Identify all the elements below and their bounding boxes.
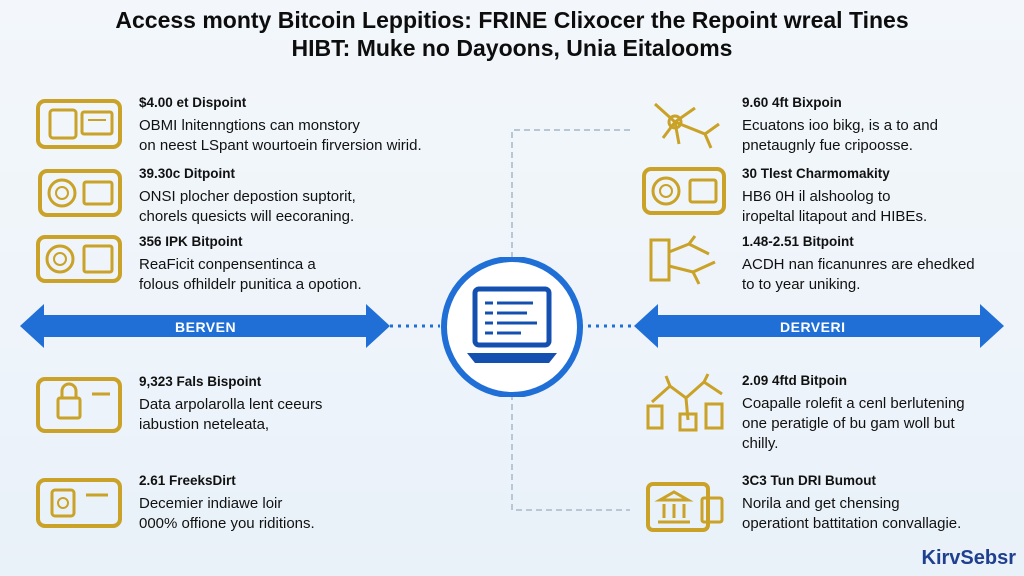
right-item-3-line-1: ACDH nan ficanunres are ehedked bbox=[742, 256, 975, 273]
page-title: Access monty Bitcoin Leppitios: FRINE Cl… bbox=[0, 6, 1024, 62]
left-item-5-line-2: 000% offione you riditions. bbox=[139, 515, 315, 532]
right-item-1: 9.60 4ft Bixpoin Ecuatons ioo bikg, is a… bbox=[742, 94, 1024, 156]
coin-card-icon bbox=[38, 169, 122, 217]
network-tree-icon bbox=[653, 102, 720, 149]
left-item-3-line-1: ReaFicit conpensentinca a bbox=[139, 256, 316, 273]
right-item-5: 3C3 Tun DRI Bumout Norila and get chensi… bbox=[742, 472, 1024, 534]
left-item-2-line-1: ONSI plocher depostion suptorit, bbox=[139, 188, 356, 205]
bank-document-icon bbox=[646, 482, 724, 532]
right-item-4-heading: 2.09 4ftd Bitpoin bbox=[742, 373, 848, 388]
brand-logo: KirvSebsr bbox=[921, 547, 1017, 569]
right-item-3: 1.48-2.51 Bitpoint ACDH nan ficanunres a… bbox=[742, 233, 1024, 295]
left-item-3-heading: 356 IPK Bitpoint bbox=[139, 234, 243, 249]
right-item-3-line-2: to to year uniking. bbox=[742, 276, 861, 293]
right-item-1-heading: 9.60 4ft Bixpoin bbox=[742, 95, 842, 110]
left-item-1: $4.00 et Dispoint OBMI lnitenngtions can… bbox=[139, 94, 459, 156]
title-line-2: HIBT: Muke no Dayoons, Unia Eitalooms bbox=[291, 35, 733, 61]
left-item-1-heading: $4.00 et Dispoint bbox=[139, 95, 247, 110]
left-item-5-line-1: Decemier indiawe loir bbox=[139, 495, 283, 512]
right-item-4-line-3: chilly. bbox=[742, 435, 779, 452]
wallet-icon bbox=[36, 478, 122, 528]
left-item-2-line-2: chorels quesicts will eecoraning. bbox=[139, 208, 355, 225]
left-arrow-label: BERVEN bbox=[175, 319, 237, 335]
left-item-4-line-2: iabustion neteleata, bbox=[139, 416, 270, 433]
left-item-4: 9,323 Fals Bispoint Data arpolarolla len… bbox=[139, 373, 459, 435]
left-item-2-heading: 39.30c Ditpoint bbox=[139, 166, 236, 181]
left-item-5: 2.61 FreeksDirt Decemier indiawe loir 00… bbox=[139, 472, 459, 534]
right-item-2-line-1: HB6 0H il alshoolog to bbox=[742, 188, 891, 205]
right-item-5-heading: 3C3 Tun DRI Bumout bbox=[742, 473, 876, 488]
right-item-5-line-1: Norila and get chensing bbox=[742, 495, 900, 512]
right-item-4-line-1: Coapalle rolefit a cenl berlutening bbox=[742, 395, 965, 412]
right-item-1-line-1: Ecuatons ioo bikg, is a to and bbox=[742, 117, 938, 134]
right-item-4-line-2: one peratigle of bu gam woll but bbox=[742, 415, 955, 432]
right-item-2-line-2: iropeltal litapout and HIBEs. bbox=[742, 208, 928, 225]
network-tree-icon bbox=[649, 235, 716, 285]
coin-card-icon bbox=[36, 235, 122, 283]
left-item-4-heading: 9,323 Fals Bispoint bbox=[139, 374, 262, 389]
right-arrow bbox=[634, 304, 1004, 348]
left-item-3-line-2: folous ofhildelr punitica a opotion. bbox=[139, 276, 362, 293]
left-item-1-line-2: on neest LSpant wourtoein firversion wir… bbox=[139, 137, 422, 154]
right-item-1-line-2: pnetaugnly fue cripoosse. bbox=[742, 137, 913, 154]
right-item-3-heading: 1.48-2.51 Bitpoint bbox=[742, 234, 854, 249]
left-item-4-line-1: Data arpolarolla lent ceeurs bbox=[139, 396, 323, 413]
title-line-1: Access monty Bitcoin Leppitios: FRINE Cl… bbox=[115, 7, 909, 33]
right-item-2-heading: 30 Tlest Charmomakity bbox=[742, 166, 890, 181]
right-item-4: 2.09 4ftd Bitpoin Coapalle rolefit a cen… bbox=[742, 372, 1024, 454]
right-arrow-label: DERVERI bbox=[780, 319, 846, 335]
computer-icon bbox=[441, 257, 583, 397]
right-item-2: 30 Tlest Charmomakity HB6 0H il alshoolo… bbox=[742, 165, 1024, 227]
left-item-3: 356 IPK Bitpoint ReaFicit conpensentinca… bbox=[139, 233, 459, 295]
left-item-2: 39.30c Ditpoint ONSI plocher depostion s… bbox=[139, 165, 459, 227]
wallet-icon bbox=[36, 99, 122, 149]
coin-card-icon bbox=[642, 167, 726, 215]
right-item-5-line-2: operationt battitation convallagie. bbox=[742, 515, 962, 532]
left-arrow bbox=[20, 304, 390, 348]
left-item-1-line-1: OBMI lnitenngtions can monstory bbox=[139, 117, 360, 134]
network-tree-icon bbox=[646, 373, 724, 432]
left-item-5-heading: 2.61 FreeksDirt bbox=[139, 473, 236, 488]
lock-wallet-icon bbox=[36, 377, 122, 433]
